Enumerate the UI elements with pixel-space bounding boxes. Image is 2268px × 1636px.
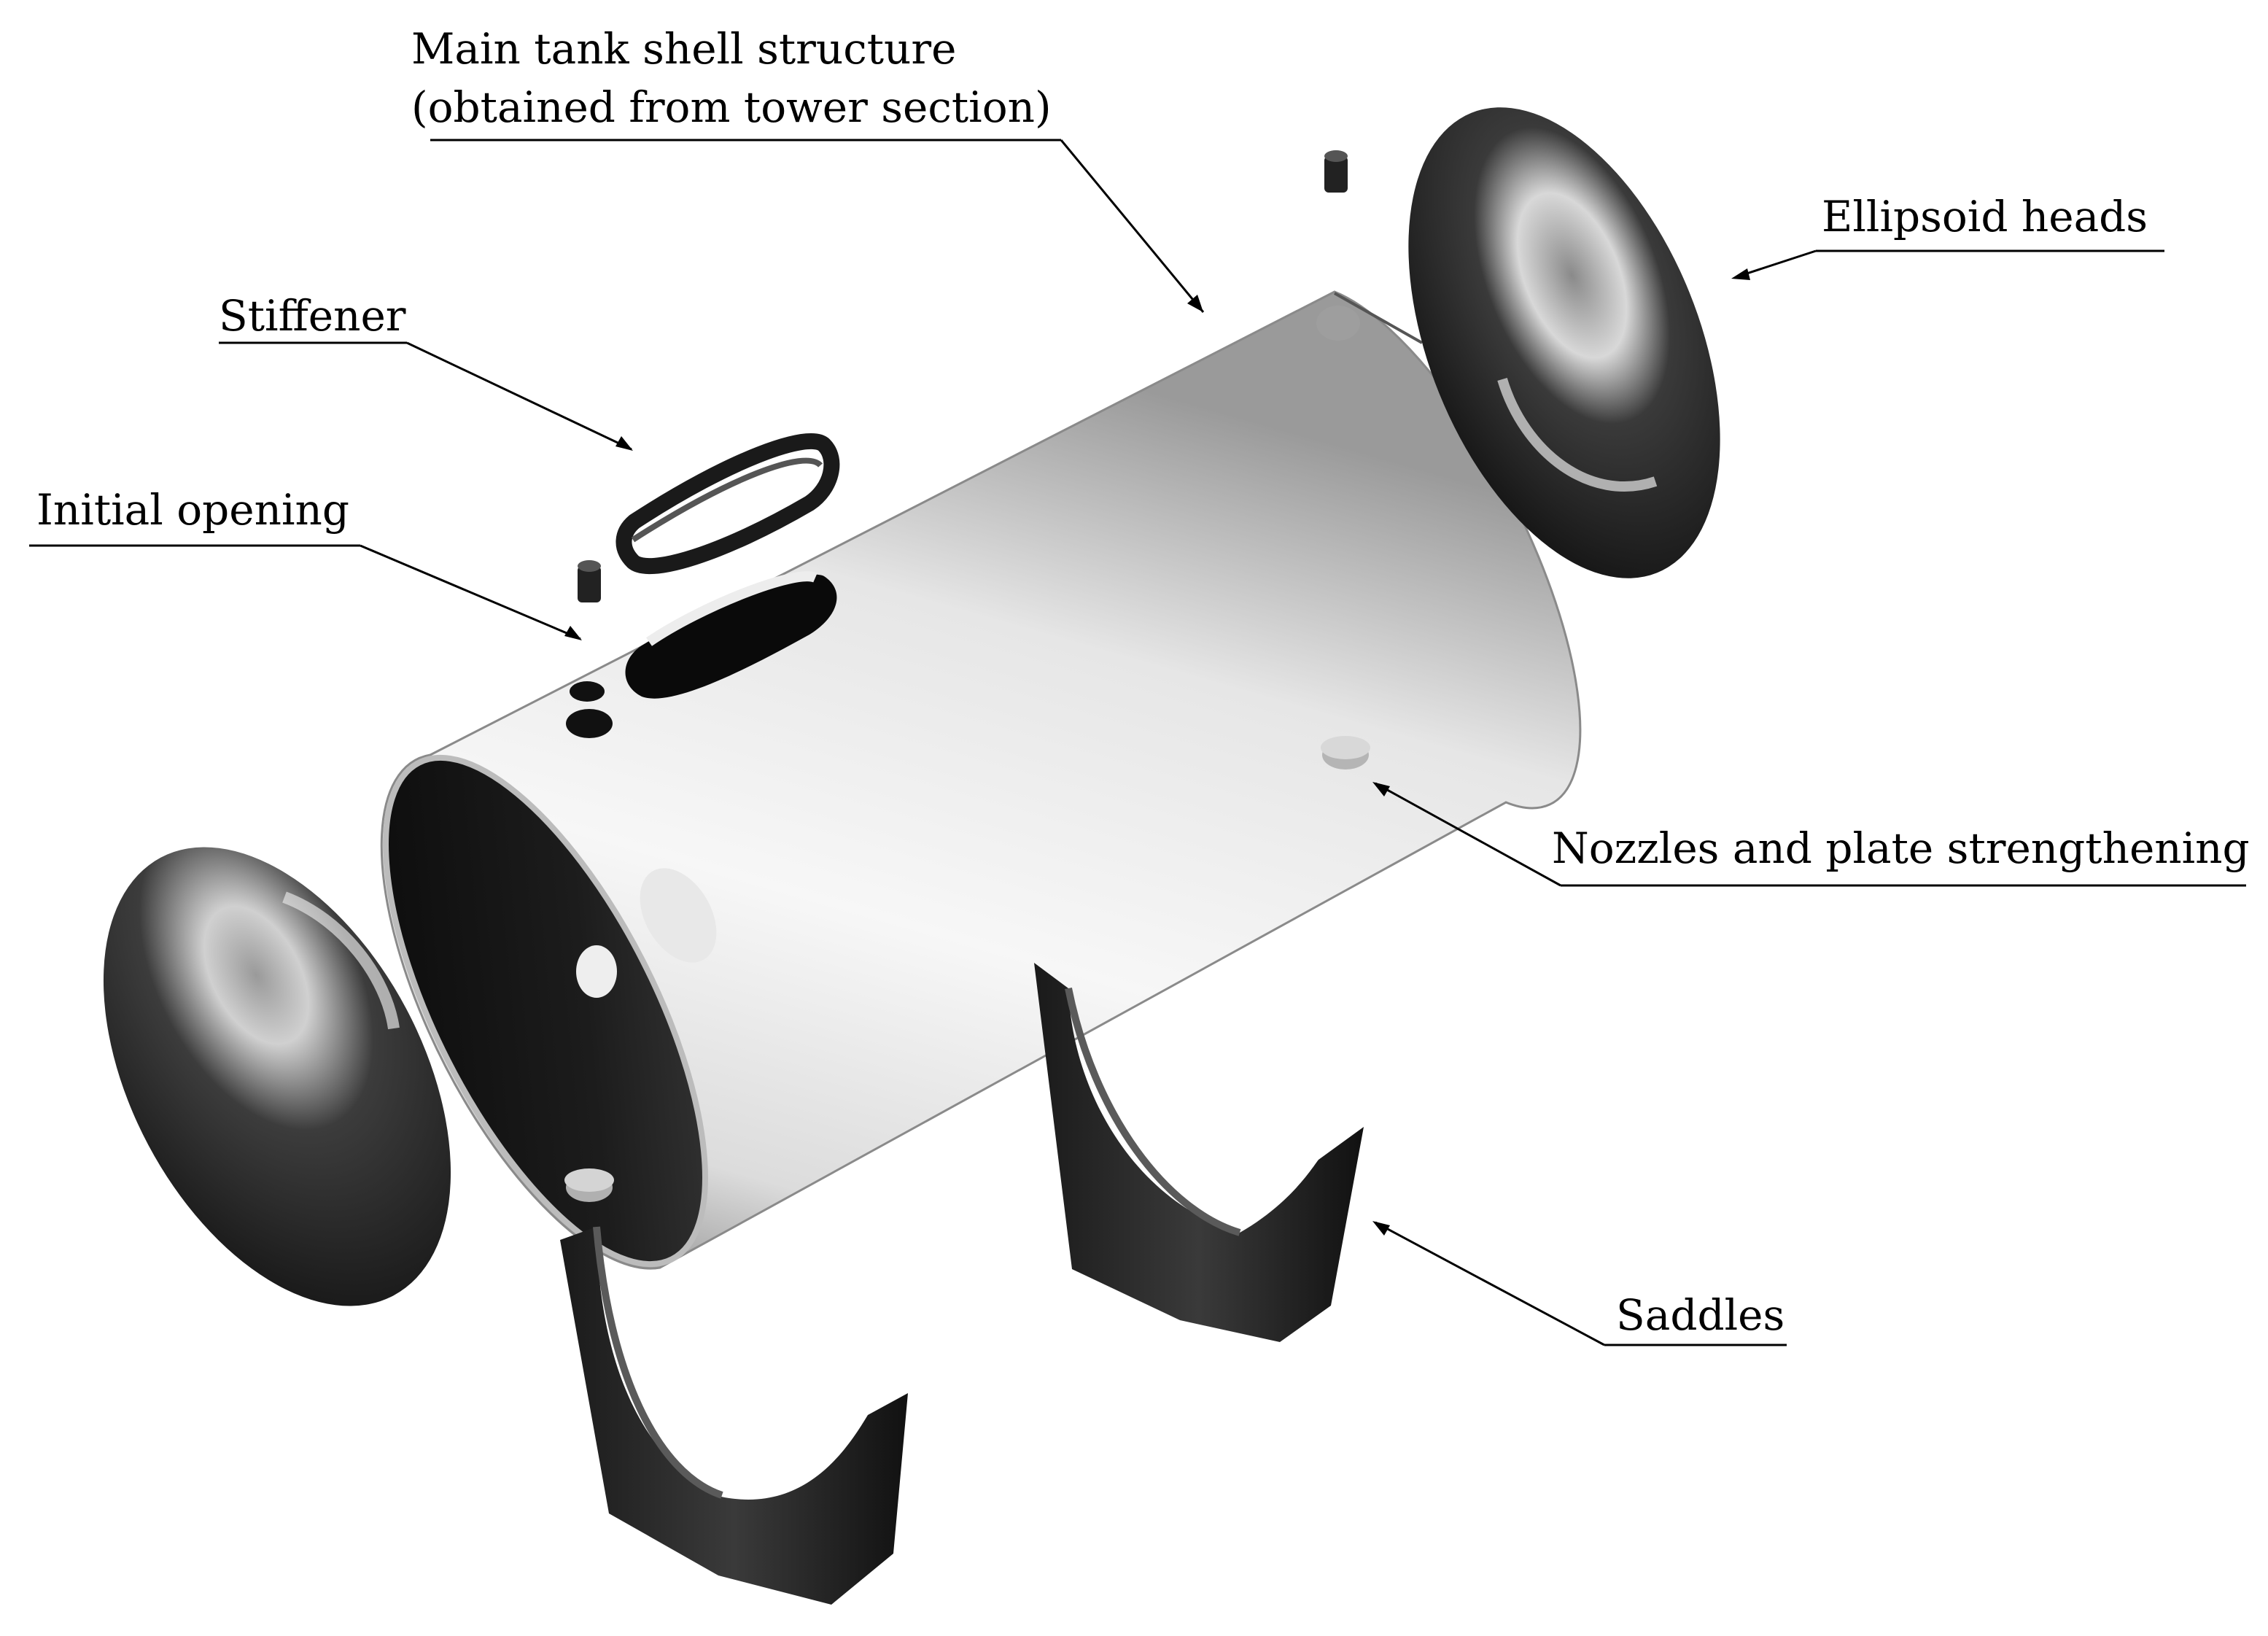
nozzle-left: [578, 560, 601, 602]
leader-nozzles: [1372, 782, 2246, 887]
leader-initial-opening: [29, 544, 582, 640]
label-main-tank-line2: (obtained from tower section): [411, 82, 1052, 132]
top-nozzle-pad: [1316, 306, 1360, 341]
shell-open-end: [386, 757, 705, 1265]
saddle-right: [1034, 963, 1364, 1342]
nozzle-top-right: [1324, 150, 1348, 193]
label-nozzles: Nozzles and plate strengthening: [1552, 823, 2250, 873]
saddle-left: [560, 1226, 908, 1605]
label-main-tank-line1: Main tank shell structure: [411, 24, 957, 74]
inner-hole: [640, 868, 717, 963]
leader-saddles: [1372, 1221, 1787, 1346]
leader-ellipsoid-heads: [1731, 249, 2164, 280]
label-saddles: Saddles: [1616, 1290, 1785, 1340]
ellipsoid-head-right: [1408, 107, 1720, 578]
stiffener-ring: [615, 433, 840, 574]
nozzle-bottom-right: [1321, 736, 1370, 769]
label-initial-opening: Initial opening: [36, 485, 349, 535]
ellipsoid-head-left: [103, 847, 451, 1306]
main-tank-shell: [380, 290, 1582, 1270]
label-ellipsoid-heads: Ellipsoid heads: [1822, 192, 2148, 241]
leader-stiffener: [219, 341, 633, 451]
initial-opening: [566, 571, 837, 738]
leader-main-tank: [430, 139, 1205, 313]
leader-lines: [29, 139, 2246, 1346]
inner-hole: [576, 945, 617, 998]
label-stiffener: Stiffener: [219, 291, 406, 341]
nozzle-bottom-left: [564, 1168, 614, 1202]
